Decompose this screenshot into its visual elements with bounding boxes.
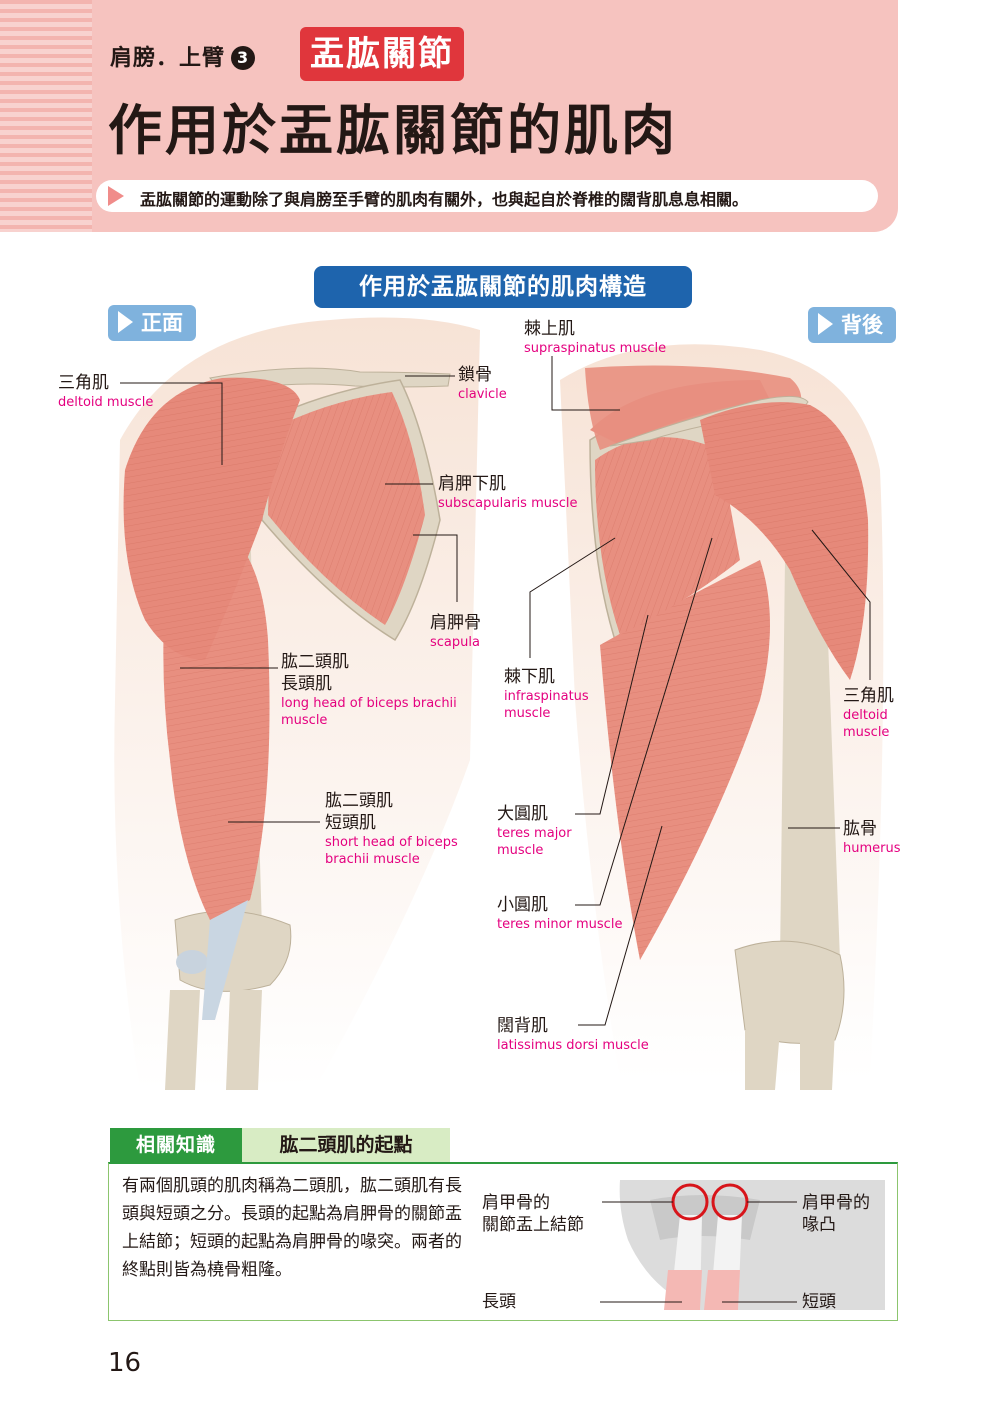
front-forearm-bone (226, 990, 262, 1090)
label-supraspinatus: 棘上肌 supraspinatus muscle (524, 318, 666, 357)
back-upper-muscle (585, 365, 802, 450)
summary-bar (96, 180, 878, 212)
back-deltoid-fibers (700, 402, 869, 680)
label-zh: 肱骨 (843, 819, 877, 839)
label-en: short head of biceps (325, 835, 458, 850)
label-scapula: 肩胛骨 scapula (430, 612, 481, 651)
illus-label-supraglenoid: 肩甲骨的 關節盂上結節 (482, 1192, 602, 1236)
anatomy-illustration (114, 317, 884, 1090)
back-view-label: 背後 (841, 313, 883, 337)
label-en: deltoid (843, 708, 888, 723)
label-en: teres minor muscle (497, 917, 623, 932)
page-number: 16 (108, 1348, 142, 1378)
illus-label-long-head: 長頭 (482, 1291, 520, 1313)
label-humerus: 肱骨 humerus (843, 818, 901, 857)
back-view-tag: 背後 (808, 307, 896, 343)
label-biceps-short-head: 肱二頭肌 短頭肌 short head of biceps brachii mu… (325, 790, 458, 868)
label-zh: 肩甲骨的 (802, 1193, 870, 1213)
label-zh: 小圓肌 (497, 895, 548, 915)
front-deltoid-fibers (123, 377, 300, 660)
related-knowledge-box (108, 1162, 898, 1321)
label-en: muscle (504, 706, 551, 721)
section-name: 肩膀．上臂 (110, 46, 226, 71)
related-knowledge-text: 有兩個肌頭的肌肉稱為二頭肌，肱二頭肌有長頭與短頭之分。長頭的起點為肩胛骨的關節盂… (122, 1176, 462, 1280)
front-view-tag: 正面 (108, 305, 196, 341)
header-stripes (0, 0, 92, 232)
label-zh: 短頭肌 (325, 813, 376, 833)
triangle-icon (118, 311, 133, 333)
label-zh: 鎖骨 (458, 365, 492, 385)
label-deltoid-front: 三角肌 deltoid muscle (58, 372, 153, 411)
label-biceps-long-head: 肱二頭肌 長頭肌 long head of biceps brachii mus… (281, 651, 457, 729)
label-zh: 喙凸 (802, 1215, 836, 1235)
page-title: 作用於盂肱關節的肌肉 (108, 99, 678, 162)
label-en: supraspinatus muscle (524, 341, 667, 356)
back-forearm-bone (800, 1030, 835, 1090)
label-infraspinatus: 棘下肌 infraspinatus muscle (504, 666, 589, 722)
label-zh: 棘下肌 (504, 667, 555, 687)
label-en: long head of biceps brachii (281, 696, 457, 711)
leader-lines (120, 356, 871, 1026)
summary-arrow-icon (108, 186, 124, 206)
label-teres-major: 大圓肌 teres major muscle (497, 803, 572, 859)
illustration-leader-lines (600, 1201, 797, 1303)
label-en: teres major (497, 826, 572, 841)
label-zh: 闊背肌 (497, 1016, 548, 1036)
label-en: brachii muscle (325, 852, 420, 867)
chapter-number: 3 (231, 46, 256, 70)
label-zh: 關節盂上結節 (482, 1215, 584, 1235)
label-zh: 肩胛骨 (430, 613, 481, 633)
label-en: muscle (281, 713, 328, 728)
label-en: latissimus dorsi muscle (497, 1038, 649, 1053)
label-zh: 大圓肌 (497, 804, 548, 824)
infraspinatus-fibers (595, 437, 740, 635)
related-knowledge-title: 肱二頭肌的起點 (242, 1128, 450, 1162)
topic-badge: 盂肱關節 (300, 27, 464, 81)
back-elbow-bone (734, 940, 845, 1044)
biceps-origin-illustration (600, 1180, 885, 1310)
front-elbow-joint (176, 950, 208, 974)
label-clavicle: 鎖骨 clavicle (458, 364, 507, 403)
back-forearm-bone (745, 1030, 780, 1090)
label-en: subscapularis muscle (438, 496, 578, 511)
label-en: muscle (497, 843, 544, 858)
short-head-muscle (704, 1270, 740, 1310)
label-teres-minor: 小圓肌 teres minor muscle (497, 894, 622, 933)
label-en: deltoid muscle (58, 395, 154, 410)
front-view-label: 正面 (141, 311, 183, 335)
label-zh: 長頭肌 (281, 674, 332, 694)
illus-label-coracoid: 肩甲骨的 喙凸 (802, 1192, 870, 1236)
back-humerus-bone (780, 560, 840, 960)
label-zh: 棘上肌 (524, 319, 575, 339)
label-zh: 三角肌 (58, 373, 109, 393)
label-subscapularis: 肩胛下肌 subscapularis muscle (438, 473, 578, 512)
label-en: clavicle (458, 387, 507, 402)
label-zh: 肱二頭肌 (325, 791, 393, 811)
biceps-tendon (202, 900, 248, 1020)
label-latissimus-dorsi: 闊背肌 latissimus dorsi muscle (497, 1015, 649, 1054)
subscapularis-fibers (268, 392, 425, 625)
triangle-icon (818, 313, 833, 335)
label-zh: 肱二頭肌 (281, 652, 349, 672)
related-knowledge-tag: 相關知識 (110, 1128, 242, 1162)
illus-label-short-head: 短頭 (802, 1292, 836, 1312)
latissimus-fibers (600, 560, 770, 960)
label-en: infraspinatus (504, 689, 589, 704)
label-deltoid-back: 三角肌 deltoid muscle (843, 685, 894, 741)
label-zh: 肩胛下肌 (438, 474, 506, 494)
summary-text: 盂肱關節的運動除了與肩膀至手臂的肌肉有關外，也與起自於脊椎的闊背肌息息相關。 (140, 190, 749, 209)
label-en: muscle (843, 725, 890, 740)
long-head-muscle (664, 1270, 702, 1310)
label-zh: 肩甲骨的 (482, 1193, 550, 1213)
front-forearm-bone (165, 990, 200, 1090)
label-en: scapula (430, 635, 480, 650)
label-en: humerus (843, 841, 901, 856)
diagram-title: 作用於盂肱關節的肌肉構造 (314, 266, 692, 308)
label-zh: 三角肌 (843, 686, 894, 706)
